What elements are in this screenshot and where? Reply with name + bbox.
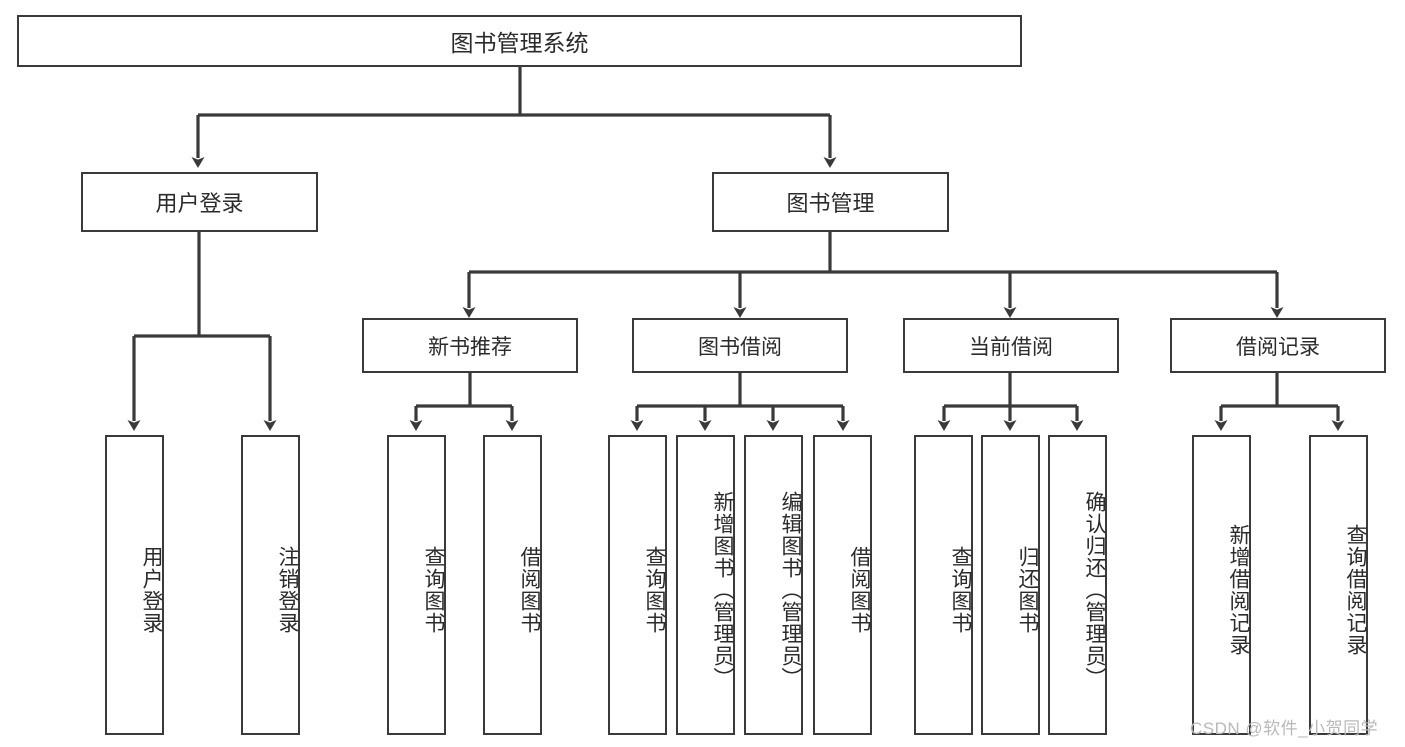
- node-leaf-query-book-borrow[interactable]: 查询图书: [608, 435, 667, 735]
- node-root-system[interactable]: 图书管理系统: [17, 15, 1022, 67]
- node-label: 图书管理: [786, 191, 875, 216]
- node-leaf-user-logout[interactable]: 注销登录: [241, 435, 300, 735]
- node-leaf-return-book[interactable]: 归还图书: [981, 435, 1040, 735]
- node-leaf-borrow-book-recommend[interactable]: 借阅图书: [483, 435, 542, 735]
- node-current-borrow[interactable]: 当前借阅: [903, 318, 1119, 373]
- node-book-borrow[interactable]: 图书借阅: [632, 318, 848, 373]
- node-user-login[interactable]: 用户登录: [81, 172, 318, 232]
- node-new-book-recommend[interactable]: 新书推荐: [362, 318, 578, 373]
- node-label: 查询图书: [643, 546, 666, 634]
- node-leaf-user-login[interactable]: 用户登录: [105, 435, 164, 735]
- node-label: 查询图书: [422, 546, 445, 634]
- node-label: 当前借阅: [969, 335, 1053, 359]
- node-label: 借阅图书: [848, 546, 871, 634]
- node-label: 用户登录: [140, 546, 163, 634]
- node-leaf-query-book-recommend[interactable]: 查询图书: [387, 435, 446, 735]
- node-borrow-record[interactable]: 借阅记录: [1170, 318, 1386, 373]
- node-book-management[interactable]: 图书管理: [712, 172, 949, 232]
- node-leaf-query-borrow-record[interactable]: 查询借阅记录: [1309, 435, 1368, 735]
- node-leaf-add-borrow-record[interactable]: 新增借阅记录: [1192, 435, 1251, 735]
- node-label: 借阅图书: [518, 546, 541, 634]
- node-label: 图书管理系统: [450, 30, 589, 56]
- node-label: 图书借阅: [698, 335, 782, 359]
- node-leaf-confirm-return-admin[interactable]: 确认归还（管理员）: [1048, 435, 1107, 735]
- node-label: 归还图书: [1016, 546, 1039, 634]
- node-label: 注销登录: [276, 546, 299, 634]
- node-label: 新书推荐: [428, 335, 512, 359]
- node-label: 用户登录: [155, 191, 244, 216]
- node-leaf-add-book-admin[interactable]: 新增图书（管理员）: [676, 435, 735, 735]
- watermark: CSDN @软件_小贺同学: [1190, 719, 1379, 738]
- node-leaf-edit-book-admin[interactable]: 编辑图书（管理员）: [744, 435, 803, 735]
- node-label: 确认归还（管理员）: [1083, 491, 1106, 689]
- node-label: 编辑图书（管理员）: [779, 491, 802, 689]
- node-label: 查询借阅记录: [1344, 524, 1367, 656]
- node-label: 新增借阅记录: [1227, 524, 1250, 656]
- node-label: 新增图书（管理员）: [711, 491, 734, 689]
- node-leaf-query-book-current[interactable]: 查询图书: [914, 435, 973, 735]
- node-label: 借阅记录: [1236, 335, 1320, 359]
- node-leaf-borrow-book[interactable]: 借阅图书: [813, 435, 872, 735]
- node-label: 查询图书: [949, 546, 972, 634]
